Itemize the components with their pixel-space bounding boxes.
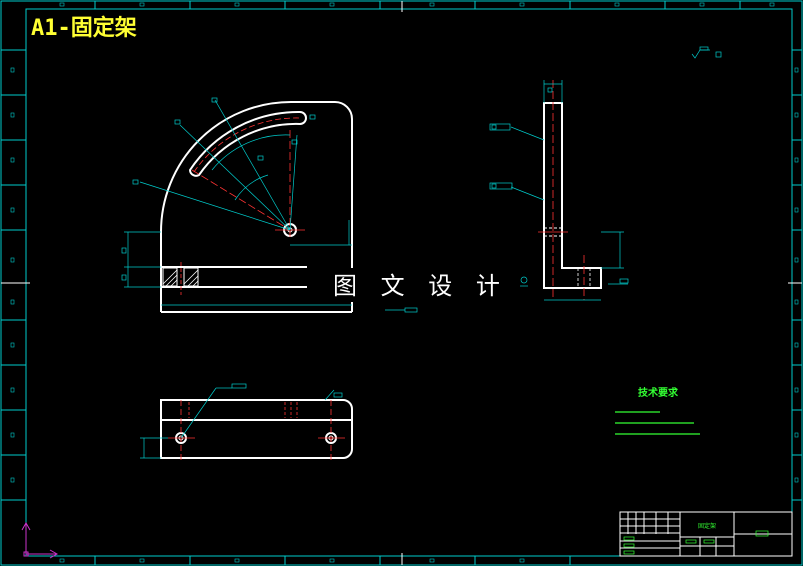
drawing-title: A1-固定架	[31, 15, 137, 41]
front-view-outline	[160, 101, 353, 312]
arc-slot	[188, 110, 307, 177]
title-block	[619, 511, 793, 557]
zone-markers	[10, 2, 799, 563]
tech-requirements-lines	[615, 411, 700, 435]
roughness-symbol	[691, 46, 722, 59]
tech-requirements: 技术要求	[615, 386, 700, 435]
watermark-bg	[325, 268, 485, 302]
watermark-text: 图 文 设 计	[333, 272, 508, 300]
ucs-icon	[21, 521, 59, 559]
side-view-dimensions	[489, 80, 629, 301]
side-view-outline	[543, 102, 602, 289]
front-view	[160, 101, 353, 313]
front-view-dimensions	[121, 97, 418, 313]
title-block-fields	[623, 530, 769, 555]
tech-requirements-heading: 技术要求	[638, 386, 679, 399]
top-view-outline	[160, 399, 353, 459]
top-view	[160, 399, 353, 462]
top-view-dimensions	[140, 383, 343, 459]
side-view	[538, 80, 602, 300]
part-name-field: 固定架	[698, 522, 716, 530]
